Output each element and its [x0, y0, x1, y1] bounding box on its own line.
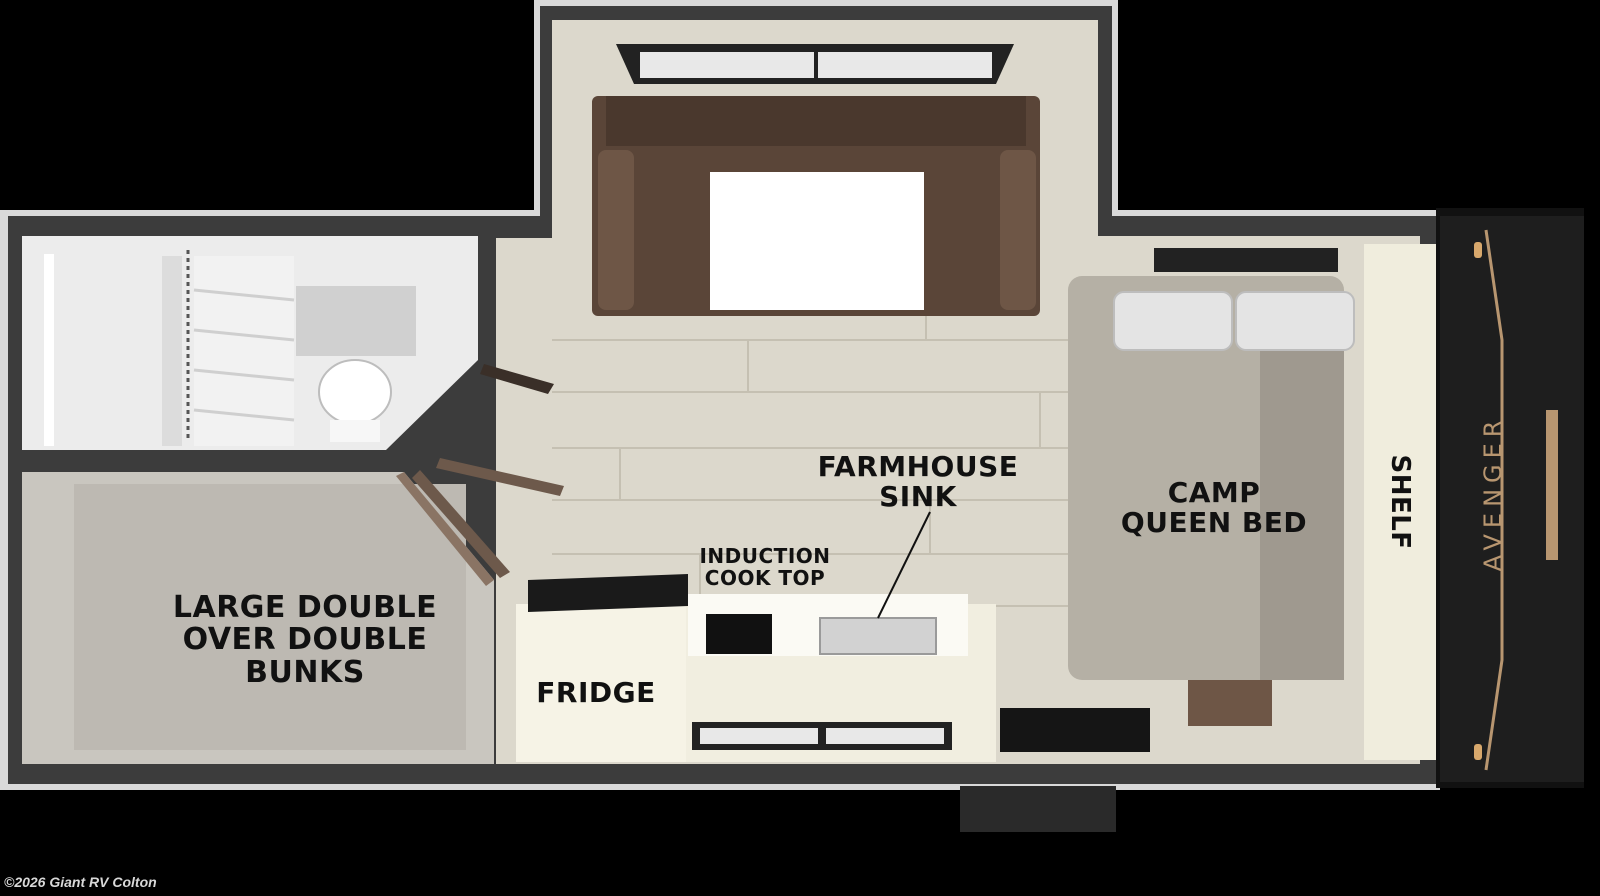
bed-label: CAMP QUEEN BED: [1104, 476, 1324, 540]
sink-label: FARMHOUSE SINK: [800, 450, 1036, 514]
kitchen-counter: [516, 574, 996, 762]
front-cap: [1436, 208, 1584, 788]
sink-label-line-1: FARMHOUSE: [817, 450, 1019, 483]
bunks-label-line-2: OVER DOUBLE: [182, 622, 428, 658]
bunks-label-line-3: BUNKS: [245, 654, 365, 690]
slideout-window: [616, 44, 1014, 84]
entry-step: [960, 786, 1116, 832]
bunks-label: LARGE DOUBLE OVER DOUBLE BUNKS: [140, 590, 470, 690]
dinette-sofa: [592, 96, 1040, 316]
cooktop-label: INDUCTION COOK TOP: [680, 544, 850, 590]
brand-text: AVENGER: [1479, 414, 1508, 572]
bed-label-line-1: CAMP: [1167, 476, 1261, 509]
doors: [412, 364, 564, 578]
bed-label-line-2: QUEEN BED: [1120, 506, 1308, 540]
bunk-room: [22, 472, 494, 764]
cooktop-label-line-2: COOK TOP: [704, 565, 826, 590]
cooktop-label-line-1: INDUCTION: [699, 544, 831, 568]
shelf-label-text: SHELF: [1385, 454, 1416, 550]
shelf: [1364, 244, 1436, 760]
brand-logo-text: AVENGER: [1479, 383, 1508, 603]
bunks-label-line-1: LARGE DOUBLE: [172, 590, 438, 625]
shelf-label: SHELF: [1385, 432, 1416, 572]
bathroom: [22, 236, 478, 450]
sink-label-line-2: SINK: [879, 480, 957, 514]
sink-pointer-line: [877, 511, 931, 619]
fridge-label: FRIDGE: [526, 676, 666, 709]
camp-queen-bed: [1000, 248, 1355, 752]
fridge-label-text: FRIDGE: [536, 676, 656, 709]
copyright-text: ©2026 Giant RV Colton: [4, 874, 157, 890]
